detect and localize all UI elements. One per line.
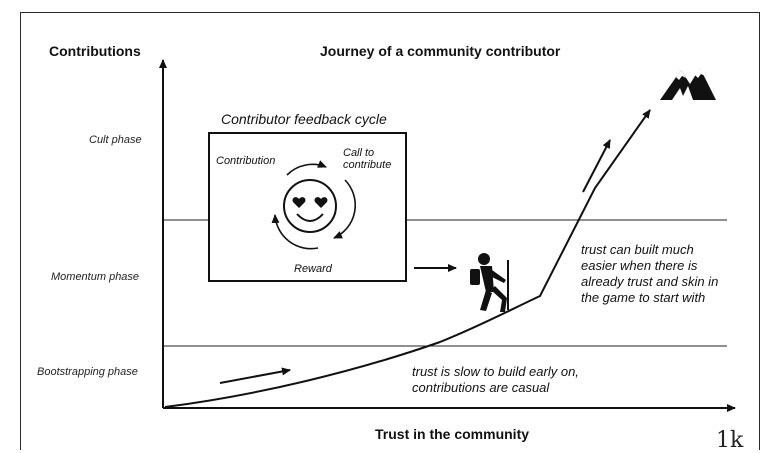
journey-curve	[164, 109, 651, 408]
cycle-arrows	[271, 160, 357, 250]
late-trend-arrow	[582, 139, 611, 193]
phase-label-momentum: Momentum phase	[51, 271, 140, 283]
cycle-label-contribution: Contribution	[216, 155, 276, 167]
phase-label-cult: Cult phase	[89, 134, 142, 146]
cycle-label-reward: Reward	[294, 263, 332, 275]
phase-label-bootstrapping: Bootstrapping phase	[37, 366, 138, 378]
smiley-heart-eyes-icon	[283, 179, 337, 233]
mountain-icon	[660, 68, 716, 100]
note-early-phase: trust is slow to build early on, contrib…	[412, 364, 579, 395]
feedback-cycle-title: Contributor feedback cycle	[221, 111, 387, 127]
x-axis-label: Trust in the community	[375, 426, 530, 442]
y-axis-label: Contributions	[49, 43, 141, 59]
diagram-title: Journey of a community contributor	[320, 43, 561, 59]
hiker-icon	[470, 253, 509, 312]
brand-logo: 1k	[716, 428, 744, 453]
early-trend-arrow	[219, 367, 291, 384]
note-late-phase: trust can built much easier when there i…	[581, 242, 719, 305]
cycle-label-call-to-contribute: Call to contribute	[343, 147, 392, 171]
